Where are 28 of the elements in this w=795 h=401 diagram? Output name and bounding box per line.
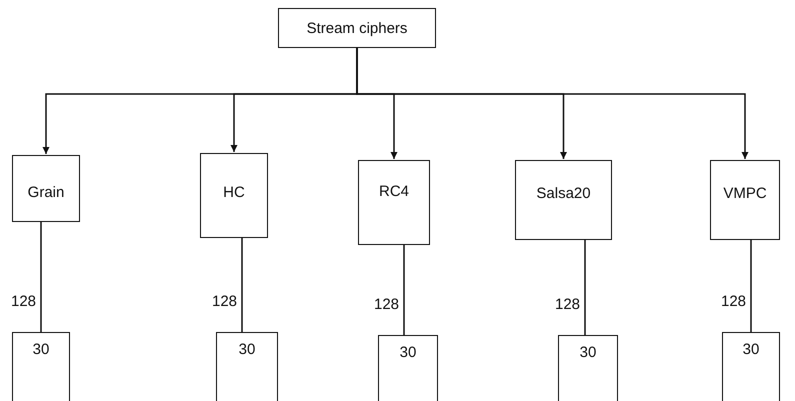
node-label: Salsa20 bbox=[535, 185, 592, 202]
node-label: 30 bbox=[742, 341, 760, 358]
cipher-box bbox=[710, 160, 780, 240]
arrow bbox=[356, 48, 748, 159]
root-box bbox=[278, 8, 436, 48]
cipher-box bbox=[378, 335, 438, 401]
node-label: 30 bbox=[398, 344, 418, 361]
cipher-box bbox=[722, 332, 780, 401]
node-label: 30 bbox=[32, 341, 50, 358]
cipher-box bbox=[216, 332, 278, 401]
connector-line bbox=[403, 245, 405, 335]
connector-line bbox=[40, 222, 42, 332]
node-label: RC4 bbox=[378, 183, 410, 200]
cipher-box bbox=[12, 332, 70, 401]
cipher-box bbox=[358, 160, 430, 245]
connector-line bbox=[750, 240, 752, 332]
cipher-box bbox=[558, 335, 618, 401]
cipher-box bbox=[12, 155, 80, 222]
cipher-box bbox=[200, 153, 268, 238]
cipher-box bbox=[515, 160, 612, 240]
node-label: Grain bbox=[26, 184, 66, 201]
node-label: VMPC bbox=[722, 185, 768, 202]
connector-line bbox=[241, 238, 243, 332]
node-label: HC bbox=[222, 184, 246, 201]
node-label: 30 bbox=[238, 341, 256, 358]
connector-line bbox=[584, 240, 586, 335]
node-label: 30 bbox=[578, 344, 598, 361]
node-label: Stream ciphers bbox=[306, 20, 408, 37]
